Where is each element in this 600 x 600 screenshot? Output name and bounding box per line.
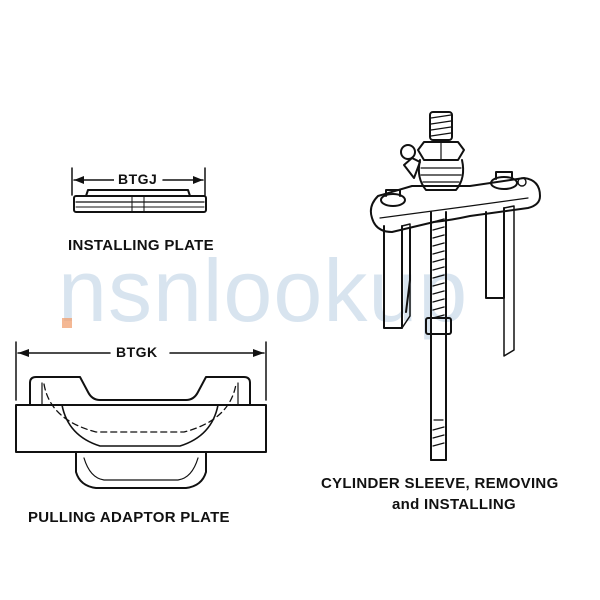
installing-plate-dimension-label: BTGJ [114,171,162,187]
watermark-dot [62,318,72,328]
puller-tool-caption-line2: and INSTALLING [392,496,516,513]
installing-plate-caption: INSTALLING PLATE [68,237,214,254]
pulling-adaptor-plate-caption: PULLING ADAPTOR PLATE [28,509,230,526]
pulling-adaptor-plate-dimension-label: BTGK [112,344,162,360]
pulling-adaptor-plate-drawing [15,341,267,489]
puller-tool-caption-line1: CYLINDER SLEEVE, REMOVING [321,475,559,492]
puller-tool-drawing [369,111,541,461]
watermark-text: nsnlookup [58,241,469,340]
installing-plate-drawing [71,167,207,213]
